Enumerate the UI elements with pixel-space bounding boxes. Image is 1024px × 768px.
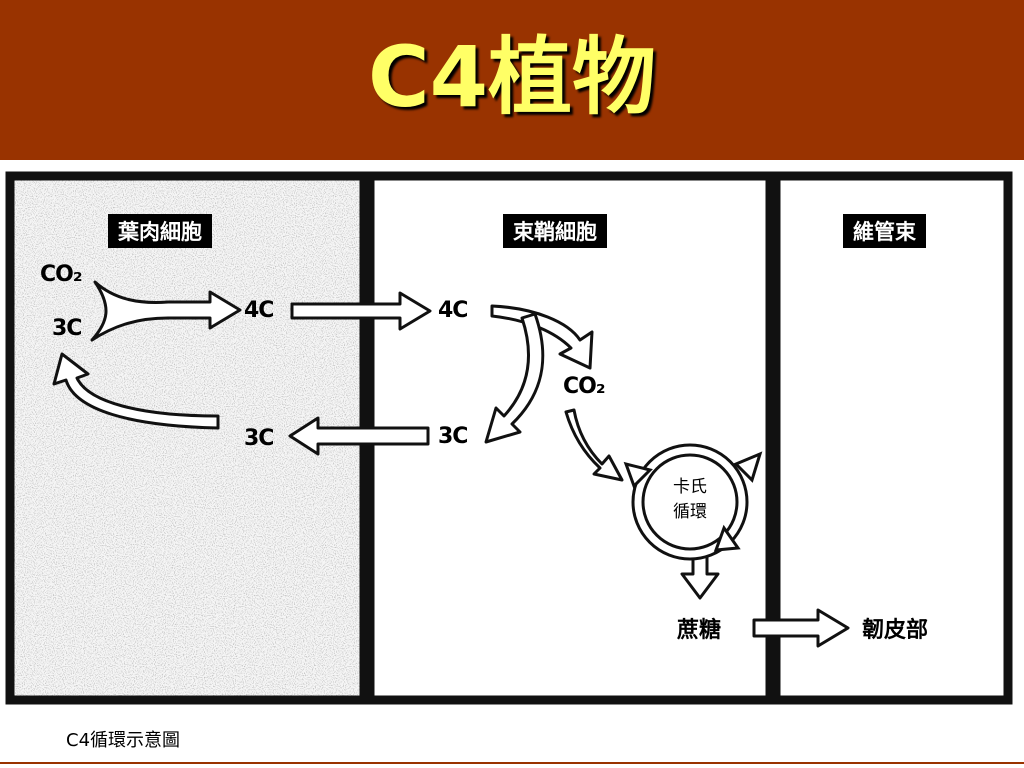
- co2-input-label: CO₂: [40, 262, 82, 287]
- figure-caption: C4循環示意圖: [66, 730, 181, 751]
- bottom-rule: [0, 762, 1024, 764]
- four-c-transport-arrow: [290, 291, 432, 331]
- page-title: C4植物: [367, 28, 657, 126]
- diagram-graphics: [5, 171, 1013, 705]
- co2-released-label: CO₂: [563, 374, 605, 399]
- cell-panels: [5, 171, 1013, 705]
- three-c-return-arrow: [288, 416, 430, 456]
- four-c-sheath-label: 4C: [438, 298, 468, 323]
- three-c-return-label: 3C: [244, 426, 274, 451]
- three-c-sheath-label: 3C: [438, 424, 468, 449]
- calvin-ring-body: [634, 446, 746, 558]
- calvin-cycle-line1: 卡氏: [673, 477, 707, 497]
- export-arrow: [752, 608, 850, 648]
- calvin-cycle-ring: [623, 443, 763, 561]
- calvin-ring-arrowhead-top: [733, 451, 763, 483]
- calvin-ring-arrowhead-left: [623, 461, 653, 489]
- calvin-ring-arrowhead-bottom: [713, 524, 741, 552]
- four-c-to-three-c-arrow: [484, 312, 545, 444]
- calvin-cycle-line2: 循環: [673, 502, 707, 522]
- fixation-arrow: [90, 280, 242, 342]
- co2-to-calvin-arrow: [564, 408, 624, 482]
- phloem-label: 韌皮部: [862, 618, 929, 643]
- c4-diagram: 葉肉細胞 束鞘細胞 維管束 CO₂ 3C 4C 4C CO₂ 3C 3C 卡氏 …: [0, 162, 1024, 722]
- pathway-arrows: [52, 280, 850, 648]
- calvin-cycle-label: 卡氏 循環: [660, 475, 720, 525]
- sucrose-label: 蔗糖: [677, 618, 722, 643]
- vascular-panel: [771, 171, 1013, 705]
- vascular-bundle-label: 維管束: [843, 214, 926, 248]
- bundle-sheath-label: 束鞘細胞: [503, 214, 607, 248]
- title-bar: [0, 0, 1024, 160]
- regeneration-arrow: [52, 352, 220, 430]
- four-c-mesophyll-label: 4C: [244, 298, 274, 323]
- mesophyll-label: 葉肉細胞: [108, 214, 212, 248]
- three-c-mesophyll-label: 3C: [52, 316, 82, 341]
